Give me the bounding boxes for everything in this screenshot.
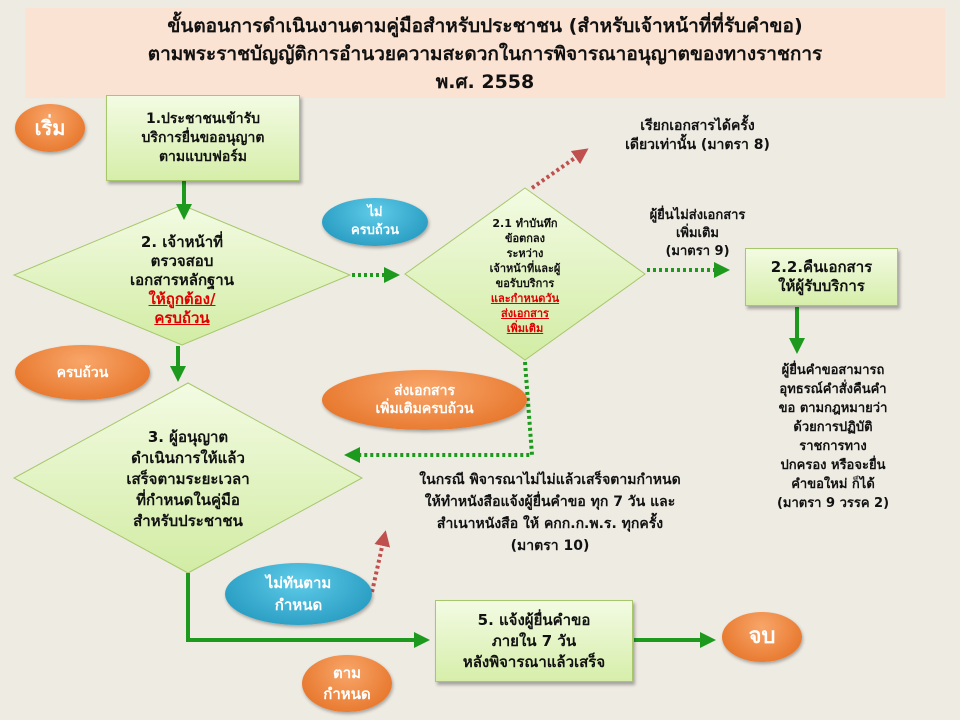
step-text: หลังพิจารณาแล้วเสร็จ [462,652,606,671]
step-text: เสร็จตามระยะเวลา [126,469,250,488]
label-text: เพิ่มเติมครบถ้วน [375,401,474,417]
step-highlight: ครบถ้วน [154,308,210,327]
arrow [530,148,589,190]
step-text: ตรวจสอบ [150,251,214,270]
step-text: 3. ผู้อนุญาต [147,427,229,446]
step-text: เจ้าหน้าที่และผู้ [489,262,561,275]
not-complete-label: ไม่ ครบถ้วน [322,198,428,246]
step5-box: 5. แจ้งผู้ยื่นคำขอ ภายใน 7 วัน หลังพิจาร… [435,600,633,682]
end-node: จบ [722,612,802,662]
step1-box: 1.ประชาชนเข้ารับ บริการยื่นขออนุญาต ตามแ… [106,95,300,181]
step3-text: 3. ผู้อนุญาต ดำเนินการให้แล้ว เสร็จตามระ… [78,423,298,535]
note-text: (มาตรา 10) [510,538,590,554]
step-text: สำหรับประชาชน [133,511,243,530]
step-highlight: เพิ่มเติม [506,322,544,335]
note-text: ผู้ยื่นไม่ส่งเอกสาร [649,208,746,223]
step-text: 1.ประชาชนเข้ารับ [145,110,261,127]
page-title: ขั้นตอนการดำเนินงานตามคู่มือสำหรับประชาช… [25,8,945,98]
step-text: ที่กำหนดในคู่มือ [136,490,240,509]
step-text: 2.2.คืนเอกสาร [770,258,873,276]
note-text: (มาตรา 9) [665,244,730,259]
submitted-complete-label: ส่งเอกสาร เพิ่มเติมครบถ้วน [322,370,527,430]
start-node: เริ่ม [15,104,85,152]
note-text: อุทธรณ์คำสั่งคืนคำ [779,382,887,397]
label-text: ไม่ [367,205,383,220]
step-highlight: และกำหนดวัน [490,292,560,305]
step-text: ระหว่าง [506,247,544,260]
title-line: ขั้นตอนการดำเนินงานตามคู่มือสำหรับประชาช… [167,15,803,37]
late-label: ไม่ทันตาม กำหนด [225,563,372,625]
step-text: ภายใน 7 วัน [491,631,577,650]
step-text: ข้อตกลง [504,232,546,245]
arrow [186,573,430,648]
complete-label: ครบถ้วน [15,345,150,400]
arrow [344,361,535,463]
label-text: กำหนด [274,596,323,614]
label-text: ครบถ้วน [351,223,399,238]
note-not-submit: ผู้ยื่นไม่ส่งเอกสาร เพิ่มเติม (มาตรา 9) [620,205,775,263]
note-text: เพิ่มเติม [675,226,720,241]
step2-2-box: 2.2.คืนเอกสาร ให้ผู้รับบริการ [745,248,898,306]
step-text: บริการยื่นขออนุญาต [141,129,265,146]
step-text: ตามแบบฟอร์ม [158,148,248,165]
note-text: (มาตรา 9 วรรค 2) [776,496,890,511]
on-time-label: ตาม กำหนด [302,655,392,712]
note-text: คำขอใหม่ ก็ได้ [791,477,875,492]
step-text: 2.1 ทำบันทึก [492,217,558,230]
label-text: ไม่ทันตาม [265,574,332,592]
note-late: ในกรณี พิจารณาไม่ไม่แล้วเสร็จตามกำหนด ให… [365,466,735,560]
note-text: ผู้ยื่นคำขอสามารถ [781,363,885,378]
note-appeal: ผู้ยื่นคำขอสามารถ อุทธรณ์คำสั่งคืนคำ ขอ … [748,358,918,516]
step-text: เอกสารหลักฐาน [130,270,234,289]
decision-step2-1 [404,187,646,361]
note-text: ราชการทาง [799,439,867,454]
step-text: 5. แจ้งผู้ยื่นคำขอ [477,610,591,629]
note-text: เรียกเอกสารได้ครั้ง [640,118,755,134]
note-text: ด้วยการปฏิบัติ [793,420,873,435]
step-highlight: ให้ถูกต้อง/ [148,289,216,308]
decision-step2 [12,204,352,346]
step-text: 2. เจ้าหน้าที่ [140,232,224,251]
note-text: สำเนาหนังสือ ให้ คกก.ก.พ.ร. ทุกครั้ง [436,516,664,532]
note-text: ปกครอง หรือจะยื่น [780,458,886,473]
step2-1-text: 2.1 ทำบันทึก ข้อตกลง ระหว่าง เจ้าหน้าที่… [455,208,595,344]
title-line: พ.ศ. 2558 [435,71,535,93]
step-text: ขอรับบริการ [495,277,555,290]
note-text: ขอ ตามกฎหมายว่า [778,401,888,416]
label-text: ตาม [332,663,362,682]
label-text: ส่งเอกสาร [394,383,455,399]
step-text: ดำเนินการให้แล้ว [131,448,245,467]
note-text: ให้ทำหนังสือแจ้งผู้ยื่นคำขอ ทุก 7 วัน แล… [424,494,676,510]
title-line: ตามพระราชบัญญัติการอำนวยความสะดวกในการพิ… [147,43,823,65]
step-highlight: ส่งเอกสาร [501,307,549,320]
note-text: เดียวเท่านั้น (มาตรา 8) [625,137,770,153]
note-once: เรียกเอกสารได้ครั้ง เดียวเท่านั้น (มาตรา… [590,112,805,160]
note-text: ในกรณี พิจารณาไม่ไม่แล้วเสร็จตามกำหนด [419,472,681,488]
label-text: กำหนด [323,684,371,703]
step-text: ให้ผู้รับบริการ [778,277,865,295]
step2-text: 2. เจ้าหน้าที่ ตรวจสอบ เอกสารหลักฐาน ให้… [80,225,284,335]
